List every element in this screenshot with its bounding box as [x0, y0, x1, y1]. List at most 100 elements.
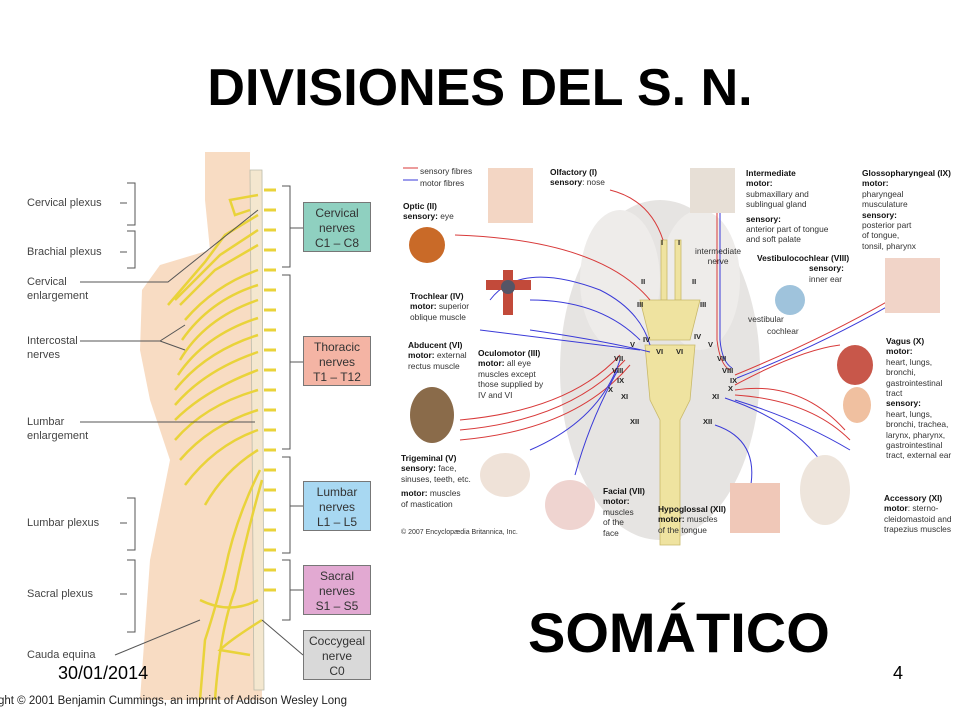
label-line: nerves	[27, 349, 61, 361]
label-type: motor:	[862, 178, 889, 189]
box-line: C0	[329, 664, 345, 678]
label-text: sinuses, teeth, etc.	[401, 473, 471, 484]
numeral-x: X	[728, 384, 734, 393]
nerve-name: Facial (VII)	[603, 486, 645, 496]
nerve-name: Intermediate	[746, 168, 796, 178]
label-type: sensory:	[403, 211, 438, 222]
label-text: bronchi, trachea,	[886, 419, 949, 430]
label-text: gastrointestinal	[886, 440, 943, 451]
numeral-xii: XII	[703, 417, 713, 426]
label-text: bronchi,	[886, 367, 916, 378]
nerve-name: Hypoglossal (XII)	[658, 504, 726, 514]
numeral-xii: XII	[630, 417, 640, 426]
label-line: enlargement	[27, 430, 89, 442]
label-text: muscles	[427, 488, 461, 499]
box-line: Cervical	[315, 206, 359, 220]
label-vagus: Vagus (X)motor:heart, lungs,bronchi,gast…	[886, 336, 951, 461]
label-type: motor:	[410, 301, 437, 312]
label-text: tonsil, pharynx	[862, 240, 916, 251]
label-text: inner ear	[809, 273, 843, 284]
label-type: sensory:	[809, 263, 844, 274]
label-type: motor:	[478, 358, 505, 369]
numeral-ii: II	[641, 277, 646, 286]
numeral-i: I	[678, 238, 681, 247]
label-text: tract, external ear	[886, 450, 952, 461]
label-type: motor:	[408, 350, 435, 361]
nerve-name: Accessory (XI)	[884, 493, 943, 503]
label-text: and soft palate	[746, 234, 801, 245]
slide-page-number: 4	[893, 663, 904, 683]
numeral-vii: VII	[614, 354, 624, 363]
label-sacral-plexus: Sacral plexus	[27, 588, 94, 600]
label-text: larynx, pharynx,	[886, 429, 946, 440]
nerve-name: Trigeminal (V)	[401, 453, 457, 463]
numeral-vi: VI	[676, 347, 684, 356]
label-optic: Optic (II)sensory: eye	[403, 201, 454, 222]
label-line: Cervical	[27, 276, 67, 288]
nerve-name: Oculomotor (III)	[478, 348, 541, 358]
box-line: T1 – T12	[313, 370, 361, 384]
nerve-name: Abducent (VI)	[408, 340, 463, 350]
numeral-vii: VII	[717, 354, 727, 363]
label-text: heart, lungs,	[886, 356, 933, 367]
label-type: motor:	[658, 514, 685, 525]
label-text: eye	[437, 211, 454, 222]
box-line: nerves	[318, 221, 356, 235]
label-type: sensory	[550, 177, 583, 188]
spinal-illustration	[80, 152, 304, 701]
label-brachial-plexus: Brachial plexus	[27, 246, 102, 258]
numeral-ix: IX	[730, 376, 738, 385]
slide-date: 30/01/2014	[58, 663, 149, 683]
box-line: Thoracic	[313, 340, 360, 354]
label-text: IV and VI	[478, 389, 513, 400]
slide-subtitle: SOMÁTICO	[528, 601, 830, 664]
numeral-iv: IV	[643, 335, 651, 344]
box-line: nerve	[321, 649, 353, 663]
label-cervical-plexus: Cervical plexus	[27, 197, 102, 209]
label-text: nerve	[707, 256, 729, 267]
box-line: nerves	[318, 355, 356, 369]
label-text: rectus muscle	[408, 360, 460, 371]
box-line: L1 – L5	[316, 515, 358, 529]
box-line: Lumbar	[316, 485, 358, 499]
numeral-iv: IV	[694, 332, 702, 341]
label-text: those supplied by	[478, 379, 544, 390]
box-line: nerves	[318, 584, 356, 598]
numeral-viii: VIII	[612, 366, 624, 375]
label-text: intermediate	[695, 246, 742, 256]
numeral-v: V	[708, 340, 714, 349]
label-type: motor:	[401, 488, 428, 499]
nerve-name: Optic (II)	[403, 201, 437, 211]
label-cochlear: cochlear	[767, 326, 799, 336]
label-text: external	[434, 350, 467, 361]
numeral-vi: VI	[656, 347, 664, 356]
numeral-xi: XI	[621, 392, 629, 401]
box-line: Coccygeal	[308, 634, 366, 648]
legend-sensory: sensory fibres	[420, 166, 473, 176]
label-type: motor:	[886, 346, 913, 357]
label-text: : nose	[582, 177, 605, 188]
label-type: motor:	[746, 178, 773, 189]
label-type: motor:	[603, 496, 630, 507]
label-type: sensory:	[401, 463, 436, 474]
label-vestibular: vestibular	[748, 314, 784, 324]
credit-britannica: © 2007 Encyclopædia Britannica, Inc.	[401, 529, 518, 536]
label-text: muscles except	[478, 368, 536, 379]
nerve-name: Glossopharyngeal (IX)	[862, 168, 951, 178]
label-text: of tongue,	[862, 230, 900, 241]
numeral-ix: IX	[617, 376, 625, 385]
label-text: heart, lungs,	[886, 408, 933, 419]
label-trigeminal: Trigeminal (V)sensory: face,sinuses, tee…	[401, 453, 471, 509]
numeral-x: X	[608, 385, 614, 394]
label-text: of the	[603, 517, 624, 528]
label-text: oblique muscle	[410, 311, 466, 322]
label-olfactory: Olfactory (I)sensory: nose	[550, 167, 605, 188]
